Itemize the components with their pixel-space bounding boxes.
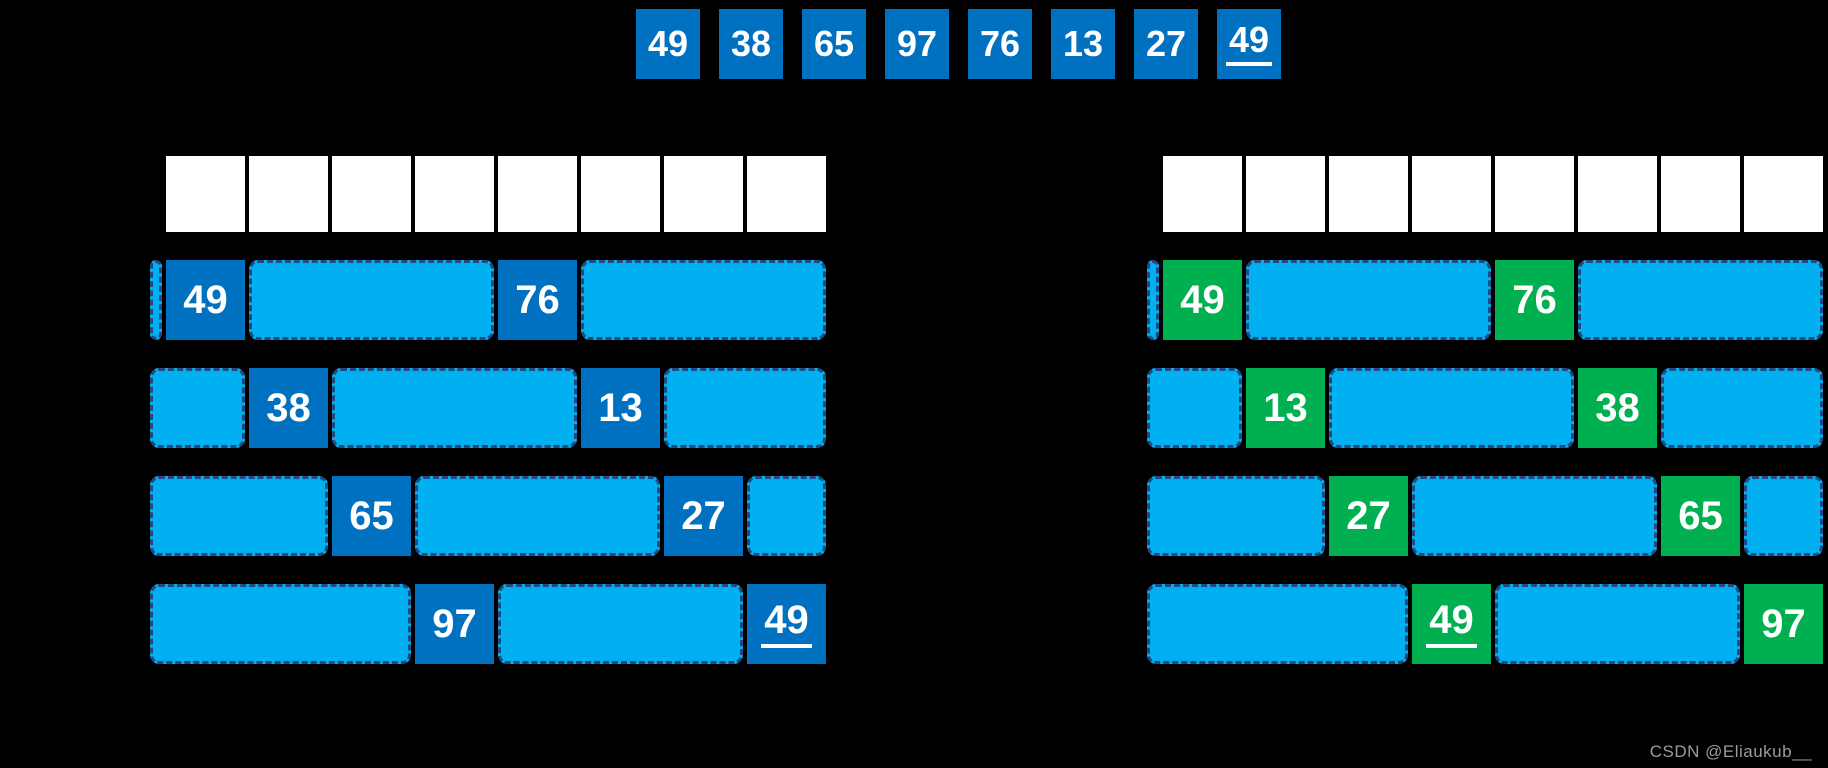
value-box: 13	[1246, 368, 1325, 448]
empty-slot	[747, 156, 826, 232]
value-label: 65	[349, 494, 394, 538]
initial-array-cell: 13	[1051, 9, 1115, 79]
empty-slot	[581, 156, 660, 232]
right-merge-row-3: 27 65	[1147, 476, 1823, 556]
left-merge-row-2: 38 13	[150, 368, 826, 448]
empty-slot	[1661, 156, 1740, 232]
value-label: 13	[598, 386, 643, 430]
value-box: 49	[1163, 260, 1242, 340]
empty-slot	[1744, 156, 1823, 232]
initial-array-value: 49	[647, 23, 689, 64]
right-merge-row-1: 49 76	[1147, 260, 1823, 340]
empty-slot	[1495, 156, 1574, 232]
initial-array-cell: 49	[636, 9, 700, 79]
left-empty-slot-row	[166, 156, 826, 232]
unmerged-span	[1412, 476, 1657, 556]
unmerged-span	[249, 260, 494, 340]
value-box: 38	[1578, 368, 1657, 448]
value-label: 13	[1263, 386, 1308, 430]
value-box: 27	[664, 476, 743, 556]
right-empty-slot-row	[1163, 156, 1823, 232]
unmerged-span	[581, 260, 826, 340]
value-label: 27	[681, 494, 726, 538]
initial-array-cell: 97	[885, 9, 949, 79]
empty-slot	[664, 156, 743, 232]
empty-slot	[1578, 156, 1657, 232]
left-merge-row-3: 65 27	[150, 476, 826, 556]
value-box: 38	[249, 368, 328, 448]
initial-array-value: 76	[979, 23, 1021, 64]
unmerged-span	[1147, 476, 1325, 556]
unmerged-span	[1329, 368, 1574, 448]
value-box: 76	[498, 260, 577, 340]
unmerged-span	[415, 476, 660, 556]
initial-array-value: 49	[1225, 22, 1273, 66]
value-box: 27	[1329, 476, 1408, 556]
value-box: 97	[1744, 584, 1823, 664]
unmerged-span	[1147, 368, 1242, 448]
unmerged-span	[1744, 476, 1823, 556]
empty-slot	[332, 156, 411, 232]
unmerged-span	[1147, 584, 1408, 664]
initial-array-cell: 27	[1134, 9, 1198, 79]
value-box: 97	[415, 584, 494, 664]
value-label: 97	[432, 602, 477, 646]
unmerged-span	[498, 584, 743, 664]
unmerged-span	[150, 584, 411, 664]
right-merge-row-4: 49 97	[1147, 584, 1823, 664]
unmerged-span	[1495, 584, 1740, 664]
unmerged-span	[150, 368, 245, 448]
unmerged-span	[1147, 260, 1159, 340]
value-box: 13	[581, 368, 660, 448]
unmerged-span	[1246, 260, 1491, 340]
empty-slot	[1412, 156, 1491, 232]
initial-array-value: 65	[813, 23, 855, 64]
unmerged-span	[1578, 260, 1823, 340]
value-label: 27	[1346, 494, 1391, 538]
value-box: 65	[1661, 476, 1740, 556]
unmerged-span	[332, 368, 577, 448]
unmerged-span	[150, 260, 162, 340]
empty-slot	[1246, 156, 1325, 232]
initial-array-value: 38	[730, 23, 772, 64]
value-label: 49	[1180, 278, 1225, 322]
empty-slot	[166, 156, 245, 232]
value-label: 97	[1761, 602, 1806, 646]
value-label: 76	[1512, 278, 1557, 322]
value-box: 49	[166, 260, 245, 340]
initial-array-cell: 49	[1217, 9, 1281, 79]
unmerged-span	[150, 476, 328, 556]
value-label: 49	[183, 278, 228, 322]
value-box: 76	[1495, 260, 1574, 340]
initial-array-value: 13	[1062, 23, 1104, 64]
value-label: 38	[1595, 386, 1640, 430]
value-label: 49	[1426, 600, 1477, 648]
empty-slot	[1163, 156, 1242, 232]
empty-slot	[498, 156, 577, 232]
left-merge-row-1: 49 76	[150, 260, 826, 340]
value-box: 49	[747, 584, 826, 664]
empty-slot	[1329, 156, 1408, 232]
value-box: 65	[332, 476, 411, 556]
initial-array-cell: 38	[719, 9, 783, 79]
value-label: 76	[515, 278, 560, 322]
unmerged-span	[664, 368, 826, 448]
value-label: 38	[266, 386, 311, 430]
empty-slot	[249, 156, 328, 232]
initial-array-value: 97	[896, 23, 938, 64]
right-merge-row-2: 13 38	[1147, 368, 1823, 448]
watermark: CSDN @Eliaukub__	[1649, 742, 1812, 761]
left-merge-row-4: 97 49	[150, 584, 826, 664]
initial-array: 49 38 65 97 76 13 27 49	[636, 9, 1281, 79]
unmerged-span	[1661, 368, 1823, 448]
empty-slot	[415, 156, 494, 232]
initial-array-cell: 65	[802, 9, 866, 79]
unmerged-span	[747, 476, 826, 556]
value-label: 49	[761, 600, 812, 648]
value-label: 65	[1678, 494, 1723, 538]
initial-array-value: 27	[1145, 23, 1187, 64]
value-box: 49	[1412, 584, 1491, 664]
initial-array-cell: 76	[968, 9, 1032, 79]
